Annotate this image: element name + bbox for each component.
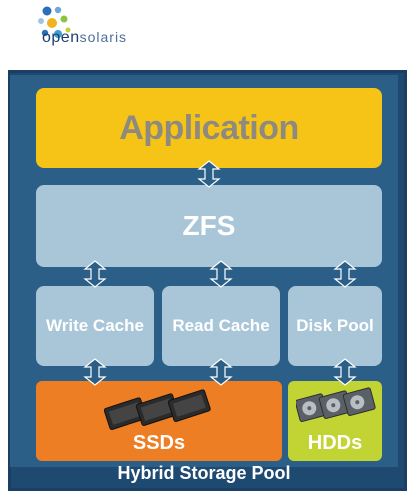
zfs-readcache-double-arrow-icon <box>209 260 233 288</box>
writecache-ssd-double-arrow-icon <box>83 358 107 386</box>
zfs-label: ZFS <box>182 210 236 241</box>
logo-name-thin: solaris <box>79 29 128 45</box>
diskpool-hdd-double-arrow-icon <box>333 358 357 386</box>
logo-name-bold: open <box>42 29 80 46</box>
write-cache-box: Write Cache <box>36 286 154 366</box>
hybrid-storage-pool-label: Hybrid Storage Pool <box>117 463 291 483</box>
opensolaris-wordmark: opensolaris <box>42 29 127 47</box>
write-cache-label: Write Cache <box>46 316 144 335</box>
read-cache-box: Read Cache <box>162 286 280 366</box>
opensolaris-logo-icon <box>38 6 71 38</box>
read-cache-label: Read Cache <box>172 316 270 335</box>
application-box: Application <box>36 88 382 168</box>
hdds-label: HDDs <box>307 432 363 454</box>
readcache-ssd-double-arrow-icon <box>209 358 233 386</box>
disk-pool-label: Disk Pool <box>296 316 374 335</box>
zfs-box: ZFS <box>36 185 382 267</box>
ssds-label: SSDs <box>132 432 186 454</box>
zfs-diskpool-double-arrow-icon <box>333 260 357 288</box>
application-label: Application <box>119 108 299 147</box>
ssd-drives-icon <box>104 389 211 430</box>
zfs-writecache-double-arrow-icon <box>83 260 107 288</box>
hdd-drives-icon <box>296 387 376 423</box>
ssds-box: SSDs <box>36 381 282 461</box>
disk-pool-box: Disk Pool <box>288 286 382 366</box>
app-zfs-double-arrow-icon <box>197 160 221 188</box>
